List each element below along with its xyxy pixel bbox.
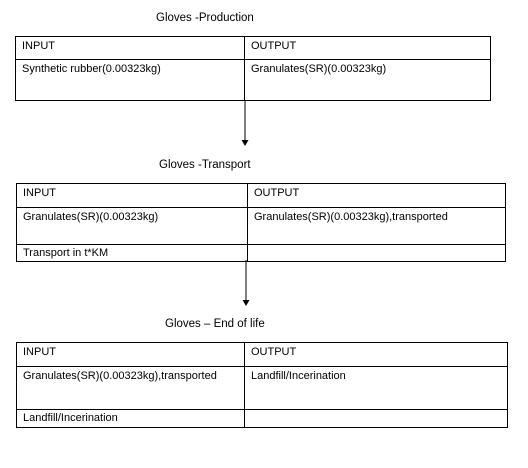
output-cell: Granulates(SR)(0.00323kg) (244, 59, 491, 101)
production-table: INPUT OUTPUT Synthetic rubber(0.00323kg)… (15, 36, 491, 101)
transport-title: Gloves -Transport (159, 159, 251, 171)
input-cell: Granulates(SR)(0.00323kg),transported (16, 366, 245, 410)
output-header-cell: OUTPUT (244, 36, 491, 60)
flow-arrow-2 (242, 260, 250, 306)
table-row: Transport in t*KM (16, 244, 506, 262)
output-cell (244, 409, 508, 428)
input-header-cell: INPUT (16, 183, 248, 208)
input-cell: Landfill/Incerination (16, 409, 245, 428)
production-title: Gloves -Production (156, 12, 254, 24)
table-header-row: INPUT OUTPUT (16, 183, 506, 208)
flow-arrow-1 (241, 100, 249, 146)
table-row: Synthetic rubber(0.00323kg) Granulates(S… (15, 59, 491, 101)
end-of-life-title: Gloves – End of life (165, 318, 265, 330)
output-header-cell: OUTPUT (244, 342, 508, 367)
output-cell (247, 244, 506, 262)
end-of-life-table: INPUT OUTPUT Granulates(SR)(0.00323kg),t… (16, 342, 508, 428)
input-header-cell: INPUT (16, 342, 245, 367)
output-cell: Landfill/Incerination (244, 366, 508, 410)
output-header-cell: OUTPUT (247, 183, 506, 208)
input-cell: Synthetic rubber(0.00323kg) (15, 59, 245, 101)
table-row: Granulates(SR)(0.00323kg),transported La… (16, 366, 508, 410)
table-row: Landfill/Incerination (16, 409, 508, 428)
input-header-cell: INPUT (15, 36, 245, 60)
input-cell: Granulates(SR)(0.00323kg) (16, 207, 248, 245)
table-header-row: INPUT OUTPUT (15, 36, 491, 60)
table-row: Granulates(SR)(0.00323kg) Granulates(SR)… (16, 207, 506, 245)
input-cell: Transport in t*KM (16, 244, 248, 262)
output-cell: Granulates(SR)(0.00323kg),transported (247, 207, 506, 245)
transport-table: INPUT OUTPUT Granulates(SR)(0.00323kg) G… (16, 183, 506, 262)
table-header-row: INPUT OUTPUT (16, 342, 508, 367)
